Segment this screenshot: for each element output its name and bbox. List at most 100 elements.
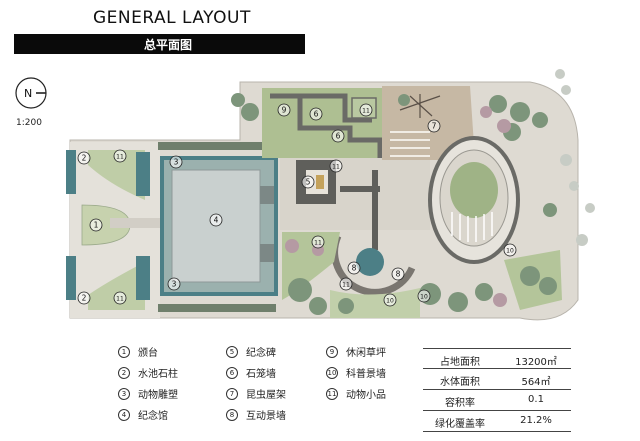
legend-label: 动物小品 <box>346 390 386 401</box>
left-pool-top <box>66 150 76 194</box>
plan-marker-11: 11 <box>113 149 127 163</box>
plan-marker-number: 6 <box>314 110 319 119</box>
legend-label: 纪念碑 <box>246 348 276 359</box>
legend-number: 2 <box>118 366 130 379</box>
plan-marker-4: 4 <box>209 213 223 227</box>
plan-marker-circle <box>113 149 127 163</box>
stats-row: 水体面积 564㎡ <box>423 369 571 390</box>
plan-marker-circle <box>309 107 323 121</box>
plan-marker-circle <box>339 277 353 291</box>
plan-marker-6: 6 <box>331 129 345 143</box>
plan-marker-2: 2 <box>77 151 91 165</box>
plan-marker-6: 6 <box>309 107 323 121</box>
pool-mid-top <box>136 152 150 196</box>
plan-marker-10: 10 <box>417 289 431 303</box>
background-trees <box>555 69 595 246</box>
legend-number: 11 <box>326 387 338 400</box>
site-plan: 1 2 2 3 3 4 5 6 6 7 8 8 9 10 10 10 11 11 11 11 11 11 <box>66 69 595 321</box>
plan-marker-number: 11 <box>116 296 124 303</box>
oval-seats-icon <box>451 212 493 242</box>
circular-pool <box>356 248 384 276</box>
plan-marker-number: 11 <box>362 108 370 115</box>
tree-cluster-pink <box>285 106 511 307</box>
plan-marker-circle <box>331 129 345 143</box>
plan-marker-number: 11 <box>342 282 350 289</box>
plan-marker-2: 2 <box>77 291 91 305</box>
entrance-lawn-top <box>88 150 145 200</box>
legend-number: 6 <box>226 366 238 379</box>
plan-marker-11: 11 <box>339 277 353 291</box>
plan-marker-number: 4 <box>214 216 219 225</box>
legend-label: 互动景墙 <box>246 411 286 422</box>
legend-label: 颁台 <box>138 348 158 359</box>
legend-label: 石笼墙 <box>246 369 276 380</box>
hall-steps-bottom <box>260 244 274 262</box>
legend-number: 9 <box>326 345 338 358</box>
plan-marker-5: 5 <box>301 175 315 189</box>
plan-marker-circle <box>391 267 405 281</box>
gabion-wall-2 <box>300 93 372 123</box>
plan-marker-11: 11 <box>311 235 325 249</box>
page-title: GENERAL LAYOUT <box>93 8 251 28</box>
plan-marker-number: 6 <box>336 132 341 141</box>
plan-marker-3: 3 <box>167 277 181 291</box>
plan-marker-number: 2 <box>82 154 87 163</box>
plan-marker-3: 3 <box>169 155 183 169</box>
plan-marker-number: 7 <box>432 122 437 131</box>
plan-marker-circle <box>89 218 103 232</box>
legend-label: 动物雕塑 <box>138 390 178 401</box>
plan-marker-9: 9 <box>277 103 291 117</box>
plan-marker-circle <box>359 103 373 117</box>
stats-key: 容积率 <box>445 398 475 409</box>
plan-marker-circle <box>427 119 441 133</box>
legend-number: 5 <box>226 345 238 358</box>
plan-marker-circle <box>383 293 397 307</box>
monument-core <box>316 175 324 189</box>
plan-marker-circle <box>311 235 325 249</box>
hall-hedge-bottom <box>158 304 276 312</box>
left-pool-bottom <box>66 256 76 300</box>
legend-number: 1 <box>118 345 130 358</box>
scale-label: 1:200 <box>16 118 42 128</box>
entrance-lawn-bottom <box>88 262 145 310</box>
oval-lawn <box>450 162 498 218</box>
plan-marker-number: 10 <box>420 294 428 301</box>
stats-value: 564㎡ <box>521 377 551 388</box>
plan-marker-number: 11 <box>116 154 124 161</box>
legend-label: 休闲草坪 <box>346 348 386 359</box>
plan-marker-number: 10 <box>386 298 394 305</box>
stats-key: 水体面积 <box>440 377 480 388</box>
legend-label: 科普景墙 <box>346 369 386 380</box>
stats-value: 0.1 <box>528 394 544 405</box>
legend-item: 11 动物小品 <box>326 386 386 401</box>
plan-marker-number: 11 <box>332 164 340 171</box>
pool-mid-bottom <box>136 256 150 300</box>
plan-marker-11: 11 <box>329 159 343 173</box>
plan-marker-circle <box>301 175 315 189</box>
plan-marker-number: 1 <box>94 221 99 230</box>
stats-value: 21.2% <box>520 415 552 426</box>
plan-marker-number: 9 <box>282 106 287 115</box>
plan-marker-number: 11 <box>314 240 322 247</box>
legend-item: 6 石笼墙 <box>226 365 276 380</box>
plan-marker-circle <box>77 151 91 165</box>
plan-marker-number: 2 <box>82 294 87 303</box>
plan-marker-number: 10 <box>506 248 514 255</box>
entrance-path <box>110 218 166 228</box>
plan-marker-number: 8 <box>352 264 357 273</box>
plan-marker-circle <box>503 243 517 257</box>
plan-marker-number: 3 <box>174 158 179 167</box>
hall-steps-top <box>260 186 274 204</box>
legend-number: 4 <box>118 408 130 421</box>
plan-marker-8: 8 <box>391 267 405 281</box>
plan-marker-circle <box>169 155 183 169</box>
plan-marker-7: 7 <box>427 119 441 133</box>
